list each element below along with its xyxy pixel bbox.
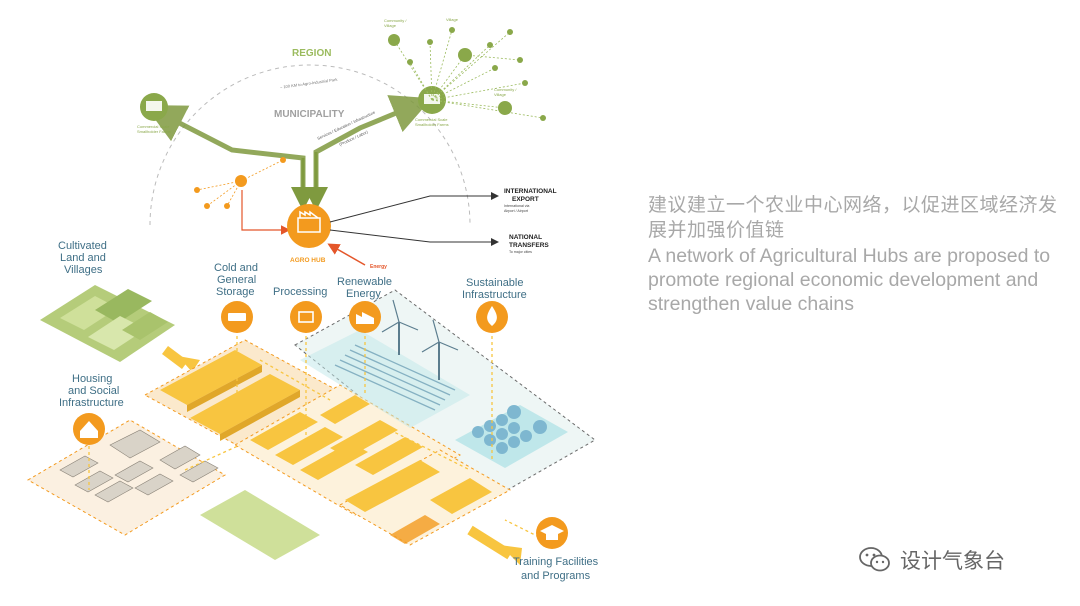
- training-marker: [536, 517, 568, 549]
- processing-buildings: [250, 395, 423, 480]
- storage-marker: [221, 301, 253, 333]
- housing-blocks: [59, 429, 219, 503]
- village-nodes: [393, 29, 544, 119]
- svg-text:Smallholder Farms: Smallholder Farms: [137, 129, 171, 134]
- label-cultivated-1: Cultivated: [58, 240, 107, 252]
- svg-text:Commercial Scale: Commercial Scale: [415, 117, 448, 122]
- cultivated-land: [40, 285, 175, 362]
- svg-text:Village: Village: [446, 17, 459, 22]
- svg-text:Airport / Airport: Airport / Airport: [504, 209, 528, 213]
- village-node: [224, 203, 230, 209]
- svg-text:AGRO HUB: AGRO HUB: [290, 257, 326, 264]
- label-cold-3: Storage: [216, 286, 255, 298]
- caption-chinese: 建议建立一个农业中心网络，以促进区域经济发展并加强价值链: [648, 195, 1058, 241]
- village-node: [540, 115, 546, 121]
- water-tanks: [472, 405, 547, 454]
- isometric-site-plan: Cultivated Land and Villages Cold and Ge…: [27, 240, 599, 582]
- svg-text:INTERNATIONAL: INTERNATIONAL: [504, 188, 557, 195]
- housing-marker: [73, 413, 105, 445]
- svg-text:EXPORT: EXPORT: [512, 196, 539, 203]
- satellite-hub-left: Commercial Scale Smallholder Farms: [137, 93, 171, 134]
- label-renewable-2: Energy: [346, 288, 381, 300]
- storage-buildings: [160, 350, 300, 441]
- national-transfers-label: NATIONAL TRANSFERS To major cities: [509, 234, 549, 254]
- region-network: REGION MUNICIPALITY ~ 100 KM to Agro-Ind…: [137, 17, 557, 270]
- label-cold-2: General: [217, 274, 256, 286]
- wechat-icon: [859, 547, 890, 572]
- village-node: [280, 157, 286, 163]
- caption-english: A network of Agricultural Hubs are propo…: [648, 245, 1051, 315]
- village-node: [507, 29, 513, 35]
- watermark-text: 设计气象台: [900, 549, 1005, 573]
- wechat-watermark: 设计气象台: [858, 545, 1005, 575]
- region-label: REGION: [292, 48, 331, 59]
- village-node: [388, 34, 400, 46]
- svg-text:Community /: Community /: [494, 87, 517, 92]
- label-processing: Processing: [273, 286, 327, 298]
- svg-text:NATIONAL: NATIONAL: [509, 234, 542, 241]
- label-cultivated-3: Villages: [64, 264, 103, 276]
- label-cold-1: Cold and: [214, 262, 258, 274]
- svg-text:To major cities: To major cities: [509, 250, 532, 254]
- label-sustainable-1: Sustainable: [466, 277, 524, 289]
- satellite-hub-right: Commercial Scale Smallholder Farms: [415, 86, 449, 127]
- local-hub-node: [235, 175, 247, 187]
- agro-hub-node: AGRO HUB: [287, 204, 331, 264]
- label-training-2: and Programs: [521, 570, 591, 582]
- village-node: [498, 101, 512, 115]
- label-sustainable-2: Infrastructure: [462, 289, 527, 301]
- village-node: [522, 80, 528, 86]
- processing-marker: [290, 301, 322, 333]
- svg-text:TRANSFERS: TRANSFERS: [509, 242, 549, 249]
- label-housing-1: Housing: [72, 373, 112, 385]
- svg-text:Community /: Community /: [384, 18, 407, 23]
- label-renewable-1: Renewable: [337, 276, 392, 288]
- svg-text:International via: International via: [504, 204, 529, 208]
- svg-text:Energy: Energy: [370, 264, 387, 270]
- svg-text:Smallholder Farms: Smallholder Farms: [415, 122, 449, 127]
- svg-text:Village: Village: [494, 92, 507, 97]
- sustainable-marker: [476, 301, 508, 333]
- village-node: [449, 27, 455, 33]
- label-cultivated-2: Land and: [60, 252, 106, 264]
- village-node: [458, 48, 472, 62]
- label-training-1: Training Facilities: [513, 556, 599, 568]
- village-node: [407, 59, 413, 65]
- village-node: [204, 203, 210, 209]
- village-node: [427, 39, 433, 45]
- international-export-label: INTERNATIONAL EXPORT International via A…: [504, 188, 557, 213]
- svg-text:Commercial Scale: Commercial Scale: [137, 124, 170, 129]
- village-node: [517, 57, 523, 63]
- label-housing-2: and Social: [68, 385, 119, 397]
- renewable-marker: [349, 301, 381, 333]
- village-node: [487, 42, 493, 48]
- label-housing-3: Infrastructure: [59, 397, 124, 409]
- training-buildings: [345, 460, 492, 544]
- municipality-label: MUNICIPALITY: [274, 109, 345, 120]
- svg-text:Village: Village: [384, 23, 397, 28]
- village-node: [492, 65, 498, 71]
- village-node: [194, 187, 200, 193]
- wind-turbines: [398, 322, 440, 380]
- distance-note: ~ 100 KM to Agro-Industrial Park: [280, 77, 338, 90]
